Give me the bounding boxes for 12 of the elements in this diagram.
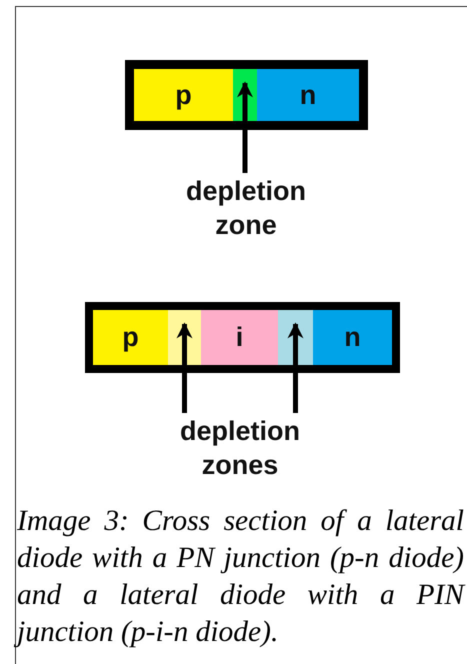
i-region: i (201, 310, 278, 365)
diode-bar (125, 60, 368, 130)
arrow (237, 81, 253, 173)
arrow (288, 322, 304, 413)
n-region: n (257, 69, 359, 121)
diode-bar (85, 302, 400, 373)
n-region: n (313, 310, 392, 365)
p-region: p (134, 69, 233, 121)
arrow (176, 322, 192, 413)
callout-label: depletion zone (156, 173, 336, 243)
p-region: p (93, 310, 168, 365)
callout-label: depletion zones (140, 413, 340, 483)
